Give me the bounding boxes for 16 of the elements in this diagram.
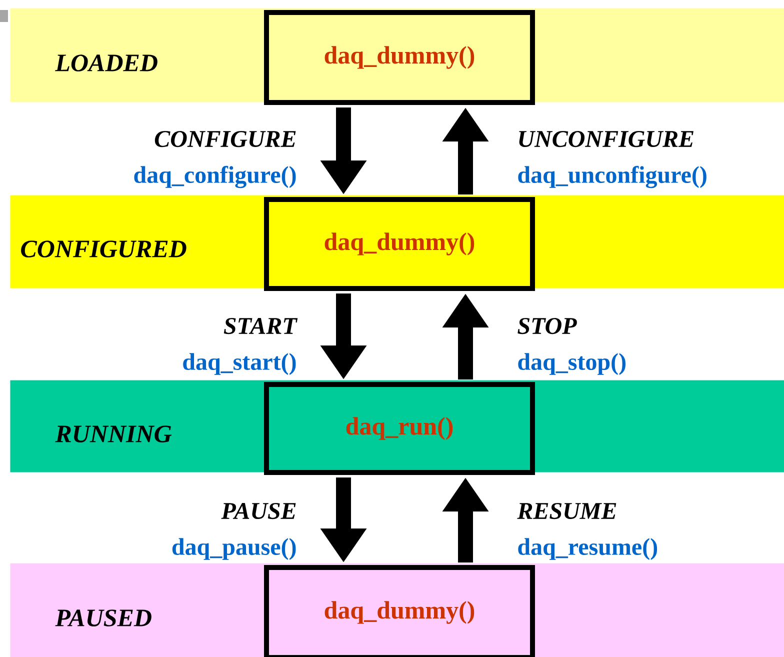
- function-label: daq_configure(): [134, 166, 296, 188]
- function-label: daq_unconfigure(): [518, 166, 706, 188]
- function-box: daq_dummy(): [264, 197, 535, 291]
- function-box: daq_run(): [264, 382, 535, 475]
- edge-label: START: [224, 318, 298, 334]
- function-box: daq_dummy(): [264, 565, 535, 657]
- edge-label: STOP: [518, 318, 577, 334]
- function-label: daq_stop(): [518, 353, 626, 375]
- edge-label: RESUME: [517, 502, 616, 520]
- function-box: daq_dummy(): [264, 10, 535, 105]
- function-label: daq_resume(): [518, 538, 658, 560]
- function-label: daq_pause(): [172, 538, 296, 560]
- edge-label: CONFIGURE: [154, 130, 296, 148]
- edge-label: UNCONFIGURE: [519, 130, 694, 148]
- function-label: daq_start(): [183, 353, 296, 375]
- edge-label: PAUSE: [221, 502, 296, 520]
